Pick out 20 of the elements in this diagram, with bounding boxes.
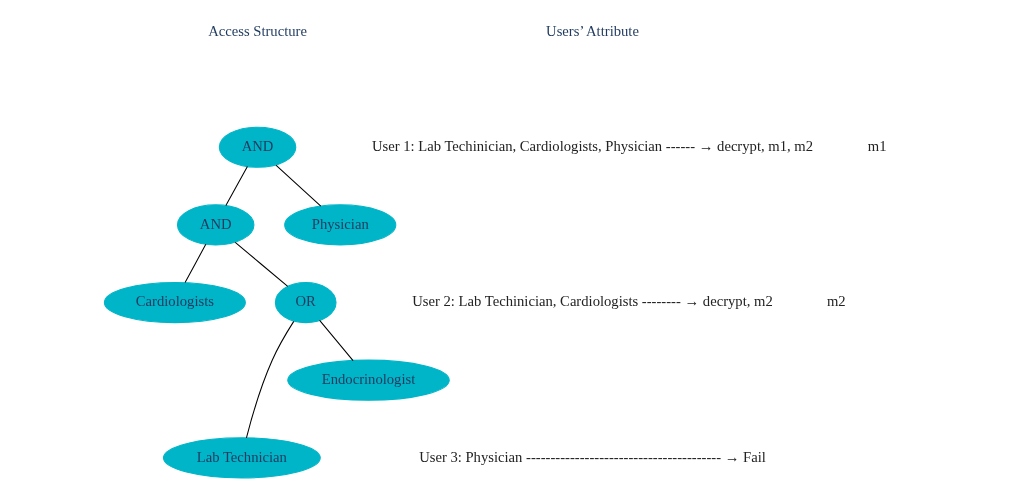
connector	[275, 164, 322, 207]
node-ellipse: AND	[176, 203, 255, 245]
label: User 1: Lab Techinician, Cardiologists, Physician ------ → decrypt, m1, m2	[371, 137, 814, 154]
connector	[225, 165, 248, 206]
node-ellipse: Cardiologists	[103, 281, 246, 323]
label: User 3: Physician ---------------------------------------- → Fail	[419, 448, 766, 465]
label: Users’ Attribute	[546, 22, 639, 39]
connector	[184, 243, 207, 283]
connector	[234, 241, 289, 287]
connector	[245, 320, 295, 438]
node-ellipse: AND	[218, 126, 297, 168]
node-ellipse: Lab Technician	[162, 436, 321, 478]
label: m1	[867, 137, 887, 154]
label: m2	[827, 292, 846, 309]
node-ellipse: Endocrinologist	[287, 359, 450, 401]
label: User 2: Lab Techinician, Cardiologists -------- → decrypt, m2	[412, 292, 773, 309]
node-ellipse: Physician	[284, 203, 397, 245]
label: Access Structure	[208, 22, 307, 39]
node-ellipse: OR	[274, 281, 337, 323]
connector	[319, 319, 354, 361]
